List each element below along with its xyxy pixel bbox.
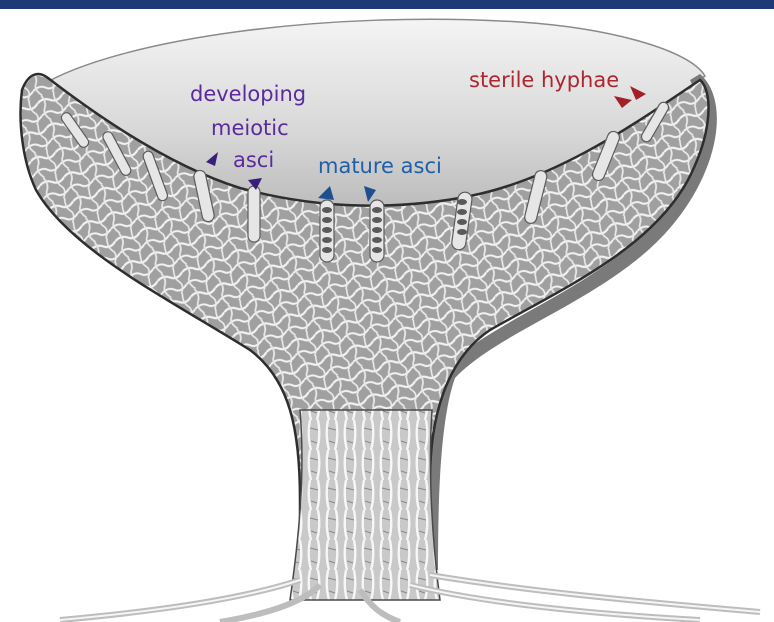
label-mature-asci: mature asci	[318, 154, 442, 179]
label-sterile-hyphae: sterile hyphae	[469, 68, 619, 93]
label-developing: developing	[190, 82, 306, 107]
stipe	[290, 410, 440, 600]
label-asci: asci	[233, 148, 274, 173]
label-meiotic: meiotic	[211, 116, 289, 141]
